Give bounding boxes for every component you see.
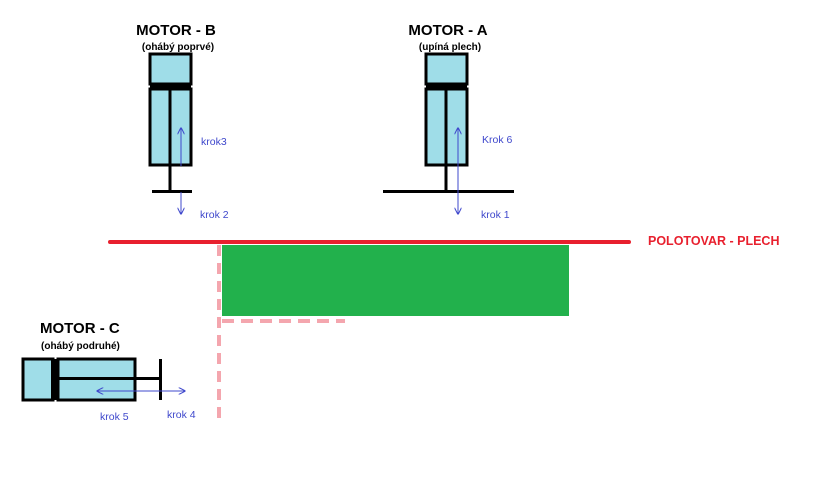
sheet-blank: POLOTOVAR - PLECH	[108, 234, 780, 425]
motor-c-cylinder	[21, 357, 162, 402]
motor-c: MOTOR - C (ohábý podruhé) krok 5 krok 4	[21, 320, 196, 423]
motor-b-subtitle: (ohábý poprvé)	[142, 42, 214, 53]
krok5-label: krok 5	[100, 411, 129, 423]
motor-c-rod	[58, 377, 161, 380]
motor-a-subtitle: (upíná plech)	[419, 42, 481, 53]
motor-b: MOTOR - B (ohábý poprvé) krok3 krok 2	[136, 22, 229, 221]
krok6-label: Krok 6	[482, 134, 513, 146]
motor-b-cylinder-top	[148, 52, 193, 86]
krok2-label: krok 2	[200, 209, 229, 221]
sheet-label: POLOTOVAR - PLECH	[648, 234, 780, 248]
motor-a-piston	[426, 83, 467, 89]
motor-c-piston	[51, 359, 58, 400]
motor-b-piston	[150, 83, 191, 89]
motor-a-cylinder-top	[424, 52, 469, 86]
motor-b-plate	[152, 190, 192, 193]
motor-b-title: MOTOR - B	[136, 22, 216, 39]
motor-c-subtitle: (ohábý podruhé)	[41, 341, 120, 352]
motor-c-title: MOTOR - C	[40, 320, 120, 337]
motor-b-rod	[168, 89, 172, 191]
krok1-label: krok 1	[481, 209, 510, 221]
krok4-label: krok 4	[167, 409, 196, 421]
krok3-label: krok3	[201, 136, 227, 148]
motor-c-cylinder-back	[21, 357, 55, 402]
motor-b-cylinder	[148, 52, 193, 193]
bent-part	[222, 245, 569, 316]
motor-a: MOTOR - A (upíná plech) Krok 6 krok 1	[383, 22, 514, 221]
motor-a-plate	[383, 190, 514, 193]
motor-c-plate	[159, 359, 162, 400]
motor-a-cylinder	[383, 52, 514, 193]
motor-a-title: MOTOR - A	[408, 22, 487, 39]
motor-a-rod	[444, 89, 448, 191]
